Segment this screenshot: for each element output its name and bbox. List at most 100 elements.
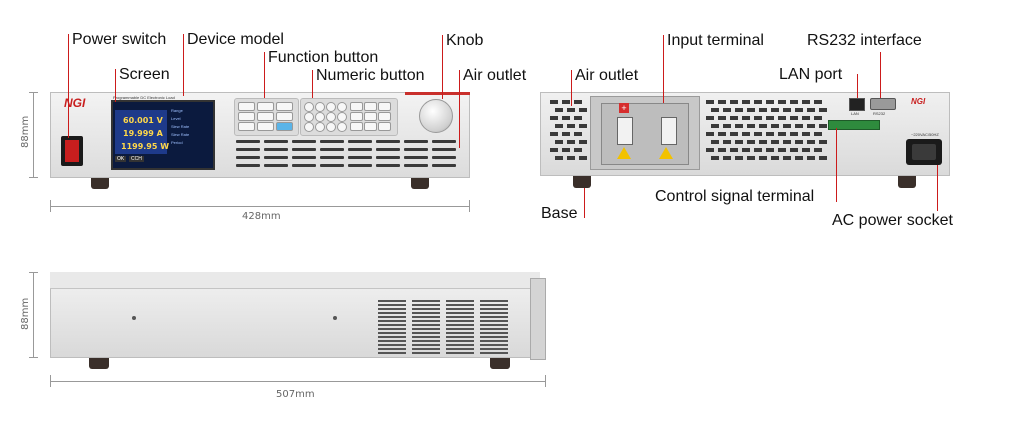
navigation-button[interactable] xyxy=(350,102,363,111)
ac-socket-inner xyxy=(912,144,936,160)
front-air-outlet-slot xyxy=(264,164,288,167)
callout-line-air-outlet-rear xyxy=(571,70,572,106)
front-air-outlet-slot xyxy=(236,148,260,151)
side-air-outlet-slot xyxy=(480,324,508,326)
front-air-outlet-slot xyxy=(376,148,400,151)
side-air-outlet-slot xyxy=(412,352,440,354)
side-air-outlet-slot xyxy=(412,344,440,346)
function-button[interactable] xyxy=(238,112,255,121)
side-air-outlet-slot xyxy=(446,324,474,326)
numeric-button[interactable] xyxy=(304,122,314,132)
numeric-button[interactable] xyxy=(326,112,336,122)
navigation-button[interactable] xyxy=(364,122,377,131)
rear-air-outlet-slot xyxy=(574,148,582,152)
input-terminal-negative[interactable] xyxy=(661,117,677,145)
rear-air-outlet-slot xyxy=(771,156,779,160)
navigation-button[interactable] xyxy=(378,112,391,121)
numeric-button[interactable] xyxy=(315,122,325,132)
side-air-outlet-slot xyxy=(378,352,406,354)
rear-air-outlet-slot xyxy=(550,148,558,152)
numeric-button[interactable] xyxy=(337,102,347,112)
function-button[interactable] xyxy=(238,102,255,111)
rear-air-outlet-slot xyxy=(795,108,803,112)
function-button[interactable] xyxy=(276,112,293,121)
rear-air-outlet-slot xyxy=(562,148,570,152)
ac-power-socket[interactable] xyxy=(906,139,942,165)
rear-air-outlet-slot xyxy=(711,124,719,128)
rear-air-outlet-slot xyxy=(783,140,791,144)
ac-voltage-label: ~220VAC/50HZ xyxy=(911,132,939,137)
rear-air-outlet-slot xyxy=(807,156,815,160)
front-air-outlet-slot xyxy=(432,156,456,159)
rear-air-outlet-slot xyxy=(555,156,563,160)
front-foot-right xyxy=(411,178,429,189)
function-button[interactable] xyxy=(257,122,274,131)
function-button[interactable] xyxy=(276,102,293,111)
control-signal-terminal[interactable] xyxy=(828,120,880,130)
screw xyxy=(132,316,136,320)
rear-air-outlet-slot xyxy=(718,148,726,152)
side-air-outlet-slot xyxy=(412,336,440,338)
rear-air-outlet-slot xyxy=(759,124,767,128)
input-terminal-positive[interactable] xyxy=(617,117,633,145)
rs232-port-label: RS232 xyxy=(873,111,886,116)
rear-air-outlet-slot xyxy=(747,108,755,112)
numeric-button[interactable] xyxy=(315,112,325,122)
side-air-outlet-slot xyxy=(480,316,508,318)
front-width-dim-tick-right xyxy=(469,200,470,212)
side-foot-right xyxy=(490,358,510,369)
side-air-outlet-slot xyxy=(378,324,406,326)
navigation-button[interactable] xyxy=(378,102,391,111)
navigation-button[interactable] xyxy=(364,112,377,121)
callout-line-base xyxy=(584,188,585,218)
numeric-button[interactable] xyxy=(326,102,336,112)
front-brand-logo: NGI xyxy=(64,96,86,110)
callout-base: Base xyxy=(541,205,578,222)
navigation-button[interactable] xyxy=(378,122,391,131)
side-depth-label: 507mm xyxy=(276,389,315,400)
rear-air-outlet-slot xyxy=(735,108,743,112)
front-air-outlet-slot xyxy=(348,148,372,151)
rear-air-outlet-slot xyxy=(790,148,798,152)
numeric-button[interactable] xyxy=(337,112,347,122)
function-button[interactable] xyxy=(276,122,293,131)
callout-line-power-switch xyxy=(68,34,69,138)
knob[interactable] xyxy=(419,99,453,133)
numeric-button[interactable] xyxy=(326,122,336,132)
function-button[interactable] xyxy=(238,122,255,131)
numeric-button[interactable] xyxy=(304,112,314,122)
side-depth-dim-tick-left xyxy=(50,375,51,387)
numeric-button[interactable] xyxy=(337,122,347,132)
side-height-label: 88mm xyxy=(20,297,31,330)
power-switch[interactable] xyxy=(61,136,83,166)
numeric-button[interactable] xyxy=(304,102,314,112)
front-width-dim-line xyxy=(50,206,470,207)
function-button[interactable] xyxy=(257,112,274,121)
rear-air-outlet-slot xyxy=(562,100,570,104)
screen-softkey-ok: OK xyxy=(115,156,127,162)
rs232-port[interactable] xyxy=(870,98,896,110)
side-air-outlet-slot xyxy=(480,328,508,330)
lan-port[interactable] xyxy=(849,98,865,111)
navigation-button[interactable] xyxy=(350,122,363,131)
rear-air-outlet-slot xyxy=(735,140,743,144)
rear-air-outlet-slot xyxy=(759,108,767,112)
front-air-outlet-slot xyxy=(320,164,344,167)
navigation-button[interactable] xyxy=(350,112,363,121)
rear-air-outlet-slot xyxy=(747,124,755,128)
side-top-rail xyxy=(50,272,540,289)
callout-air-outlet-rear: Air outlet xyxy=(575,67,639,84)
rear-air-outlet-slot xyxy=(711,108,719,112)
rear-air-outlet-slot xyxy=(790,100,798,104)
rear-air-outlet-slot xyxy=(550,100,558,104)
callout-lan-port: LAN port xyxy=(779,66,843,83)
lan-port-label: LAN xyxy=(851,111,859,116)
rear-air-outlet-slot xyxy=(730,132,738,136)
rear-air-outlet-slot xyxy=(814,132,822,136)
warning-icon xyxy=(659,147,673,159)
function-button[interactable] xyxy=(257,102,274,111)
rear-air-outlet-slot xyxy=(790,116,798,120)
side-air-outlet-slot xyxy=(480,320,508,322)
numeric-button[interactable] xyxy=(315,102,325,112)
navigation-button[interactable] xyxy=(364,102,377,111)
